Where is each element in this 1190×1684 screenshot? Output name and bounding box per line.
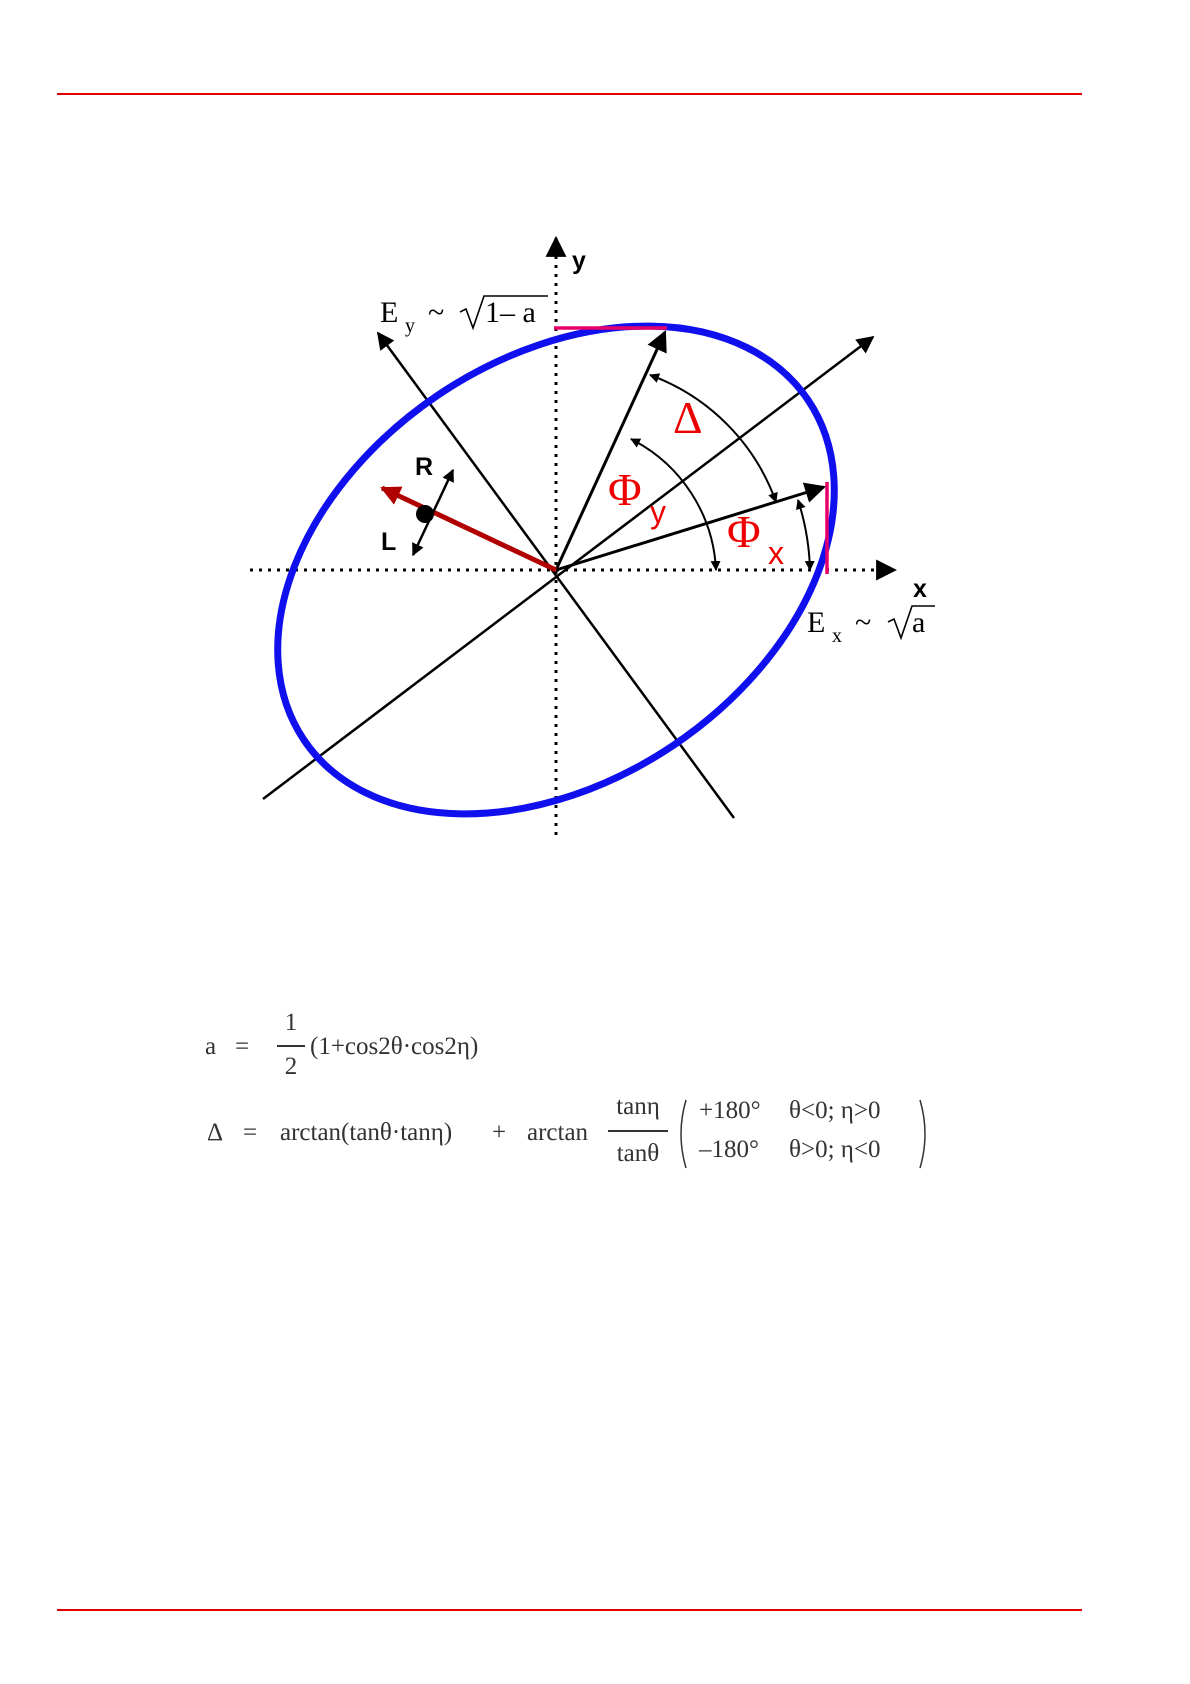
phi-x-sub: x [768,535,784,571]
ey-sub: y [405,315,415,337]
ex-radicand: a [912,606,925,639]
handedness-vector [382,488,556,570]
bottom-rule [57,1609,1082,1611]
formula-delta-plus: + [492,1120,506,1145]
formula-a-rhs: (1+cos2θ·cos2η) [310,1034,478,1059]
ex-sub: x [832,625,842,647]
case2-value: –180° [699,1137,759,1162]
formula-delta-fraction: tanη tanθ [608,1092,668,1178]
ex-tilde: ~ [855,606,871,639]
formula-a-fraction: 1 2 [277,1010,305,1080]
delta-arc [650,375,776,502]
formula-a-numerator: 1 [277,1010,305,1035]
formula-delta-arctan: arctan [527,1120,588,1145]
ex-e: E [807,606,825,639]
case1-condition: θ<0; η>0 [789,1098,880,1123]
formula-a-lhs: a [205,1034,216,1059]
delta-label: Δ [673,392,703,443]
x-axis-label: x [913,575,927,603]
formula-a: a = 1 2 (1+cos2θ·cos2η) [205,1010,525,1090]
phi-y-symbol: Φ [608,464,642,515]
ey-amplitude-label: E y ~ 1– a [380,296,548,337]
formula-a-fraction-bar [277,1045,305,1047]
ey-radicand: 1– a [485,296,536,329]
ex-amplitude-label: E x ~ a [807,606,935,647]
ey-e: E [380,296,398,329]
formula-delta-fraction-bar [608,1130,668,1132]
y-axis-label: y [572,247,586,275]
phi-x-label: Φ x [727,506,784,571]
phi-y-label: Φ y [608,464,666,530]
polarization-ellipse-diagram: y x R L E y ~ 1– a E x ~ a Δ Φ y Φ x [0,0,1190,900]
formula-delta-eq: = [243,1120,257,1145]
left-paren [674,1098,688,1170]
formula-delta-lhs: Δ [207,1120,223,1145]
phi-y-arc [631,439,716,570]
formula-delta-numerator: tanη [608,1094,668,1119]
phi-y-sub: y [650,494,666,530]
case1-value: +180° [699,1098,761,1123]
case2-condition: θ>0; η<0 [789,1137,880,1162]
phi-x-symbol: Φ [727,506,761,557]
formula-a-denominator: 2 [277,1054,305,1079]
ey-tilde: ~ [428,296,444,329]
formula-delta-denominator: tanθ [608,1141,668,1166]
right-handed-label: R [415,453,433,481]
right-paren [918,1098,932,1170]
left-handed-label: L [381,528,396,556]
formula-delta: Δ = arctan(tanθ·tanη) + arctan tanη tanθ… [205,1092,955,1182]
phi-x-arc [798,500,810,570]
formula-a-eq: = [235,1034,249,1059]
formula-delta-term1: arctan(tanθ·tanη) [280,1120,452,1145]
